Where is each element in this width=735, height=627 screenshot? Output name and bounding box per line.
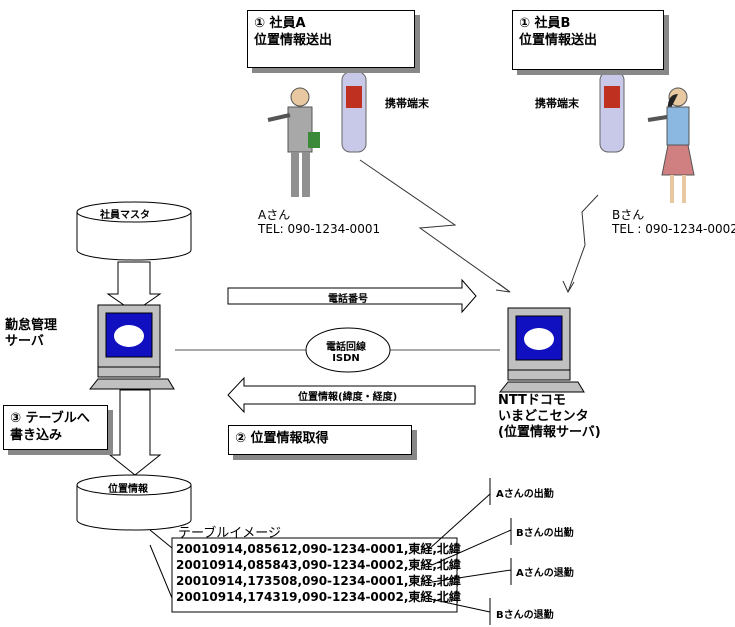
person-a-icon <box>267 87 320 197</box>
signal-a <box>359 159 511 293</box>
annotation-a-out: Aさんの退勤 <box>516 568 574 579</box>
annotation-b-out: Bさんの退勤 <box>496 610 554 621</box>
table-row: 20010914,173508,090-1234-0001,東経,北緯 <box>176 574 461 588</box>
step1-b-desc: 位置情報送出 <box>519 33 598 48</box>
phone-a-icon <box>341 71 367 153</box>
location-arrow-label: 位置情報(緯度・経度) <box>298 392 398 403</box>
table-row: 20010914,085612,090-1234-0001,東経,北緯 <box>176 542 461 556</box>
person-b-icon <box>647 87 695 203</box>
table-title: テーブルイメージ <box>178 526 281 541</box>
tel-b: TEL : 090-1234-0002 <box>612 222 735 236</box>
table-box <box>171 537 458 613</box>
step1-b-box: ① 社員B 位置情報送出 <box>512 10 664 70</box>
ntt-server-computer <box>498 307 585 393</box>
device-label-a: 携帯端末 <box>385 97 429 110</box>
down-arrow-master <box>106 261 162 313</box>
step1-b-title: ① 社員B <box>519 16 571 31</box>
step1-a-box: ① 社員A 位置情報送出 <box>247 10 415 68</box>
name-a: Aさん <box>258 208 291 222</box>
location-db-cylinder <box>76 474 192 531</box>
down-arrow-write <box>108 389 162 476</box>
location-db-label: 位置情報 <box>108 484 148 495</box>
master-db-cylinder <box>76 201 192 261</box>
master-db-label: 社員マスタ <box>100 210 150 221</box>
phone-b-icon <box>599 71 625 153</box>
step1-a-title: ① 社員A <box>254 16 306 31</box>
location-arrow <box>227 376 476 414</box>
tel-a: TEL: 090-1234-0001 <box>258 222 381 236</box>
table-row: 20010914,085843,090-1234-0002,東経,北緯 <box>176 558 461 572</box>
name-b: Bさん <box>612 208 645 222</box>
attendance-server-computer <box>88 304 175 390</box>
step3-box: ③ テーブルへ書き込み <box>3 405 108 450</box>
attendance-server-label: 勤怠管理サーバ <box>5 318 58 349</box>
annotation-b-in: Bさんの出勤 <box>516 528 574 539</box>
step1-a-desc: 位置情報送出 <box>254 33 333 48</box>
signal-b <box>567 194 599 293</box>
table-rows: 20010914,085612,090-1234-0001,東経,北緯 2001… <box>176 541 461 605</box>
phone-number-label: 電話番号 <box>328 294 368 305</box>
phone-number-arrow <box>227 278 477 314</box>
step2-box: ② 位置情報取得 <box>228 425 412 455</box>
isdn-ellipse <box>305 327 391 373</box>
ntt-label: NTTドコモいまどこセンタ(位置情報サーバ) <box>498 393 601 440</box>
device-label-b: 携帯端末 <box>535 97 579 110</box>
table-row: 20010914,174319,090-1234-0002,東経,北緯 <box>176 590 461 604</box>
annotation-a-in: Aさんの出勤 <box>496 489 554 500</box>
